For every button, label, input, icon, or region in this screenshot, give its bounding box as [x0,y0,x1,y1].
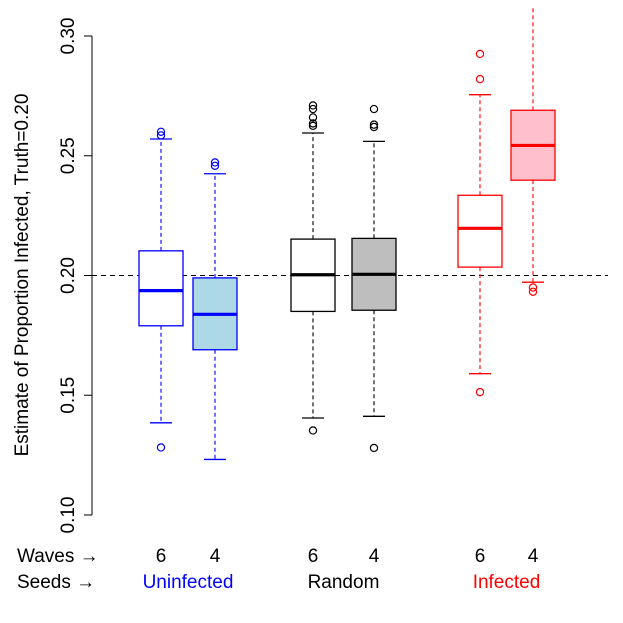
seeds-row-label: Seeds → [17,572,95,593]
outlier-point [210,158,220,167]
seeds-group-label: Random [308,572,380,593]
box-uninfected-waves-4 [192,158,238,461]
outlier-point [528,287,538,296]
outlier-point [369,443,379,453]
outlier-point [308,101,318,110]
boxes [138,8,556,461]
box-infected-waves-4 [510,8,556,296]
waves-label: 4 [528,546,539,567]
outlier-point [210,161,220,171]
box-infected-waves-6 [457,49,503,397]
y-tick-label: 0.30 [58,18,79,55]
outlier-point [475,49,485,59]
y-tick-label: 0.10 [58,497,79,534]
y-axis: 0.10 0.15 0.20 0.25 0.30 [58,18,93,534]
outlier-point [308,426,318,435]
outlier-point [156,131,166,140]
box-random-waves-4 [351,104,397,453]
waves-row-label: Waves → [17,546,99,567]
outlier-point [308,104,318,114]
outlier-point [308,121,318,131]
outlier-point [369,120,379,129]
y-axis-label: Estimate of Proportion Infected, Truth=0… [12,94,33,457]
waves-label: 6 [156,546,167,567]
y-tick-label: 0.15 [58,377,79,414]
outlier-point [528,283,538,292]
box-iqr [457,194,503,268]
y-tick-label: 0.25 [58,137,79,174]
outlier-point [156,127,166,136]
outlier-point [369,104,379,114]
waves-label: 4 [210,546,221,567]
seeds-group-label: Infected [473,572,541,593]
box-iqr [138,250,184,327]
box-uninfected-waves-6 [138,127,184,452]
box-random-waves-6 [290,101,336,435]
outlier-point [308,119,318,128]
outlier-point [475,387,485,397]
outlier-point [308,113,318,122]
outlier-point [156,443,166,452]
outlier-point [369,122,379,132]
outlier-point [475,74,485,84]
waves-label: 6 [475,546,486,567]
waves-label: 6 [308,546,319,567]
seeds-group-label: Uninfected [143,572,234,593]
y-tick-label: 0.20 [58,257,79,294]
waves-label: 4 [369,546,380,567]
